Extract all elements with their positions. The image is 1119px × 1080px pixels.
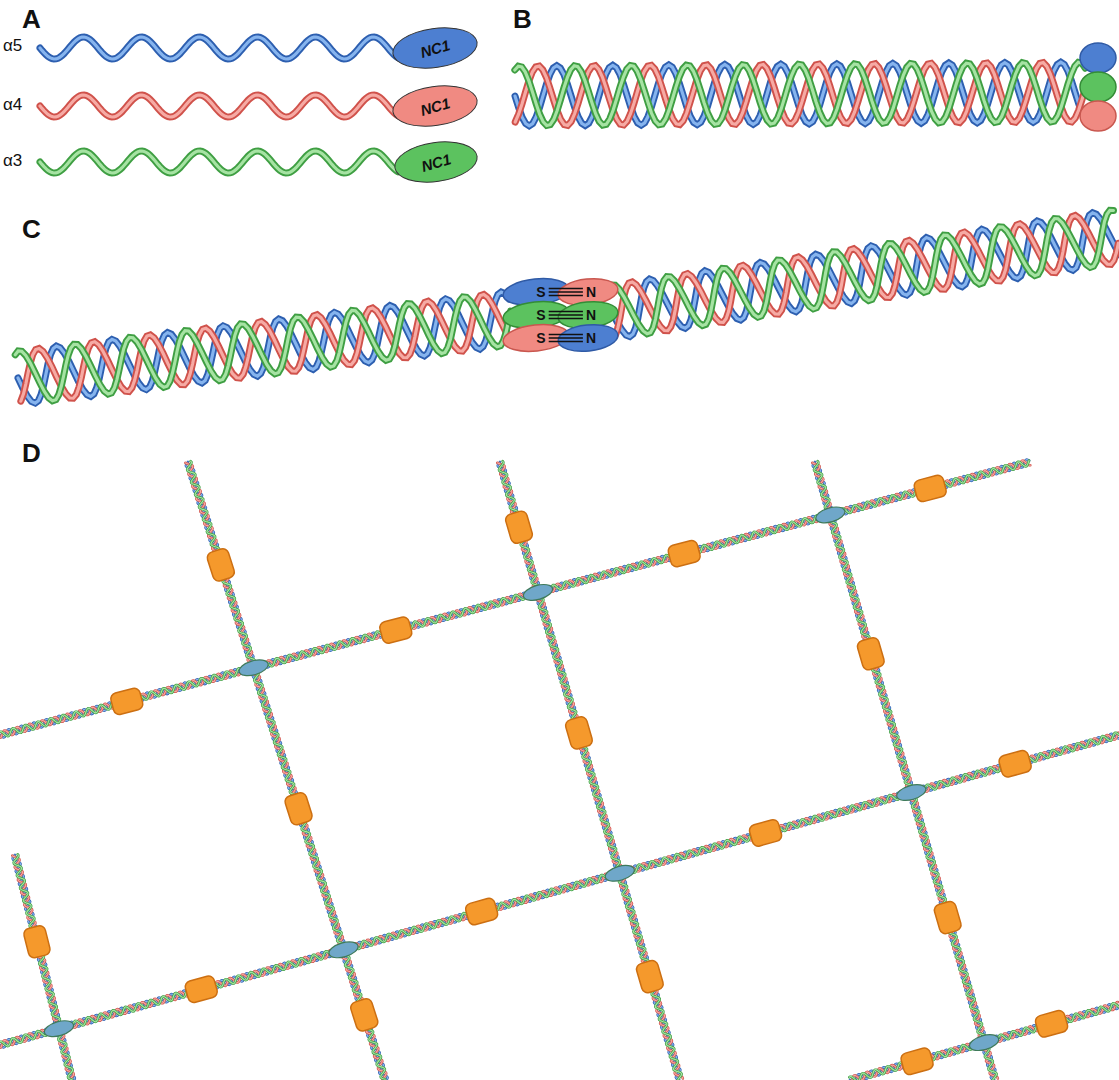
triple-helix-highlight [515,62,1086,125]
chain-name: α3 [3,152,22,169]
atom-letter: N [586,331,596,345]
nc1-junction [522,582,555,604]
domain-name: NC1 [418,36,452,61]
nc1-junction [968,1032,1001,1054]
disulfide-bond [549,312,583,319]
triple-helix-highlight [15,297,510,401]
collagen-rope [14,854,73,1080]
nc1-domain: NC1 [390,22,481,74]
laminin-bead [635,959,664,994]
bond-atom: S [535,284,546,300]
nc1-junction [327,939,360,961]
nc1-junction [237,657,270,679]
triple-helix-highlight [612,213,1119,337]
collagen-rope [13,855,75,1079]
laminin-bead [748,818,783,847]
nc1-junction [814,504,847,526]
triple-helix-highlight [21,295,515,402]
disulfide-bond [549,335,583,342]
atom-letter: S [536,285,545,299]
chain-name: α5 [3,37,22,54]
nc1-domain: NC1 [390,80,481,132]
alpha4-chain-highlight [40,95,398,117]
panel-letter: D [22,440,41,466]
laminin-bead [900,1047,935,1076]
collagen-rope-highlight [0,733,1119,1046]
atom-letter: S [536,308,545,322]
triple-helix [515,62,1086,126]
laminin-bead [1034,1009,1069,1038]
laminin-bead [284,791,314,826]
panel-letter: B [513,6,532,32]
alpha5-chain-highlight [40,37,398,59]
collagen-rope-highlight [849,1003,1119,1080]
chain-name: α4 [3,96,22,113]
panel-letter: C [22,216,41,242]
laminin-bead [564,715,593,750]
bond-atom: N [585,284,597,300]
nc1-domain [1080,72,1116,102]
nc1-domain [1080,101,1116,131]
laminin-bead [378,616,413,645]
collagen-rope-highlight [499,461,682,1080]
nc1-domain [1080,43,1116,73]
panel-letter: A [22,6,41,32]
collagen-rope-highlight [814,461,997,1080]
collagen-rope [187,461,385,1079]
laminin-bead [464,897,499,926]
atom-letter: N [586,285,596,299]
triple-helix [515,62,1086,125]
triple-helix [15,297,510,401]
domain-name: NC1 [419,150,453,175]
triple-helix [612,213,1119,337]
collagen-rope [814,461,997,1080]
laminin-bead [109,687,144,716]
disulfide-bond [549,289,583,296]
collagen-rope-highlight [14,854,73,1080]
laminin-bead [856,636,885,671]
triple-helix [21,295,515,402]
collagen-rope [849,1003,1119,1080]
atom-letter: S [536,331,545,345]
triple-helix-highlight [515,63,1085,126]
bond-atom: S [535,307,546,323]
bond-atom: S [535,330,546,346]
nc1-domain: NC1 [392,136,481,187]
laminin-bead [206,547,236,582]
laminin-bead [184,975,219,1004]
triple-helix-highlight [515,62,1086,126]
triple-helix [515,63,1085,126]
bond-atom: N [585,307,597,323]
nc1-junction [603,862,636,884]
laminin-bead [913,474,948,503]
laminin-bead [667,539,702,568]
nc1-junction [43,1018,76,1040]
collagen-rope [0,733,1119,1046]
collagen-rope-highlight [13,855,75,1079]
alpha4-chain [40,95,398,117]
domain-name: NC1 [418,94,452,119]
nc1-junction [895,782,928,804]
triple-helix-highlight [609,210,1114,333]
alpha5-chain [40,37,398,59]
laminin-bead [349,997,379,1032]
laminin-bead [998,749,1033,778]
collagen-rope-highlight [187,461,385,1079]
laminin-bead [23,925,52,959]
collagen-rope [499,461,682,1080]
laminin-bead [933,900,962,935]
laminin-bead [504,510,533,545]
bond-atom: N [585,330,597,346]
alpha3-chain [40,151,398,173]
atom-letter: N [586,308,596,322]
triple-helix [609,210,1114,333]
alpha3-chain-highlight [40,151,398,173]
